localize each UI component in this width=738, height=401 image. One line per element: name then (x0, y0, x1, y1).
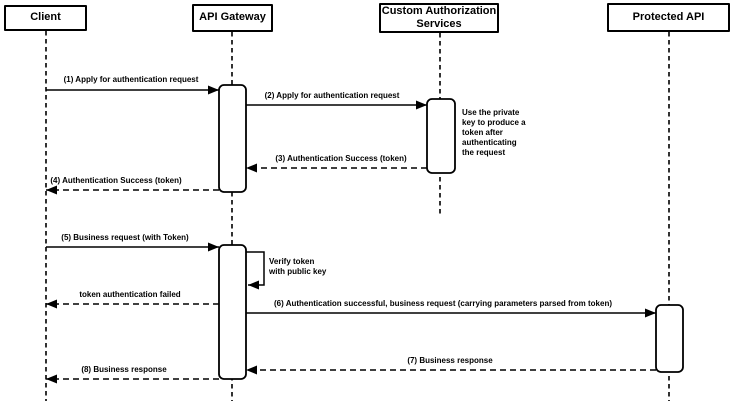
actor-protected-api: Protected API (607, 3, 730, 32)
actor-custom-authorization-services: Custom Authorization Services (379, 3, 499, 33)
actor-client: Client (4, 5, 87, 31)
message-4-label: (4) Authentication Success (token) (50, 176, 182, 185)
note-verify-token: Verify token with public key (269, 257, 327, 276)
note-private-key: Use the private key to produce a token a… (462, 108, 526, 157)
message-token-failed-label: token authentication failed (79, 290, 181, 299)
custom-authorization-activation (426, 98, 456, 174)
message-2-label: (2) Apply for authentication request (264, 91, 400, 100)
protected-api-activation (655, 304, 684, 373)
message-7-label: (7) Business response (407, 356, 493, 365)
message-5-label: (5) Business request (with Token) (61, 233, 189, 242)
actor-custom-authorization-services-label: Custom Authorization Services (381, 4, 497, 30)
verify-token-self-loop (246, 251, 265, 290)
message-3-label: (3) Authentication Success (token) (275, 154, 407, 163)
api-gateway-activation-business (218, 244, 247, 380)
message-6-label: (6) Authentication successful, business … (273, 299, 613, 308)
message-1-label: (1) Apply for authentication request (63, 75, 199, 84)
actor-api-gateway: API Gateway (192, 4, 273, 32)
actor-client-label: Client (30, 11, 61, 24)
api-gateway-activation-auth (218, 84, 247, 193)
actor-api-gateway-label: API Gateway (199, 11, 266, 24)
message-8-label: (8) Business response (81, 365, 167, 374)
actor-protected-api-label: Protected API (632, 10, 705, 23)
